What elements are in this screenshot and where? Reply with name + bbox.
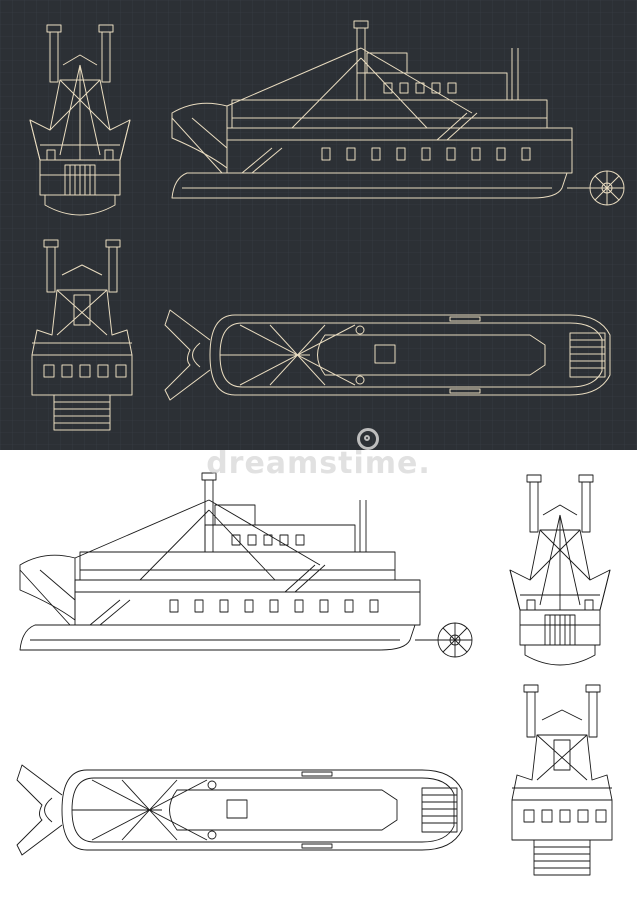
light-blueprint-drawing: [16, 472, 613, 876]
blueprint-grid: [0, 0, 637, 450]
top-view-drawing: [16, 764, 463, 856]
front-view-drawing: [509, 474, 611, 666]
dark-blueprint-sheet: [0, 0, 637, 450]
light-blueprint-sheet: [0, 450, 637, 900]
side-view-drawing: [19, 472, 473, 658]
watermark-text: dreamstime.: [206, 446, 431, 481]
watermark-logo-icon: [357, 428, 379, 450]
rear-view-drawing: [511, 684, 613, 876]
dark-blueprint-drawing: [0, 0, 637, 450]
